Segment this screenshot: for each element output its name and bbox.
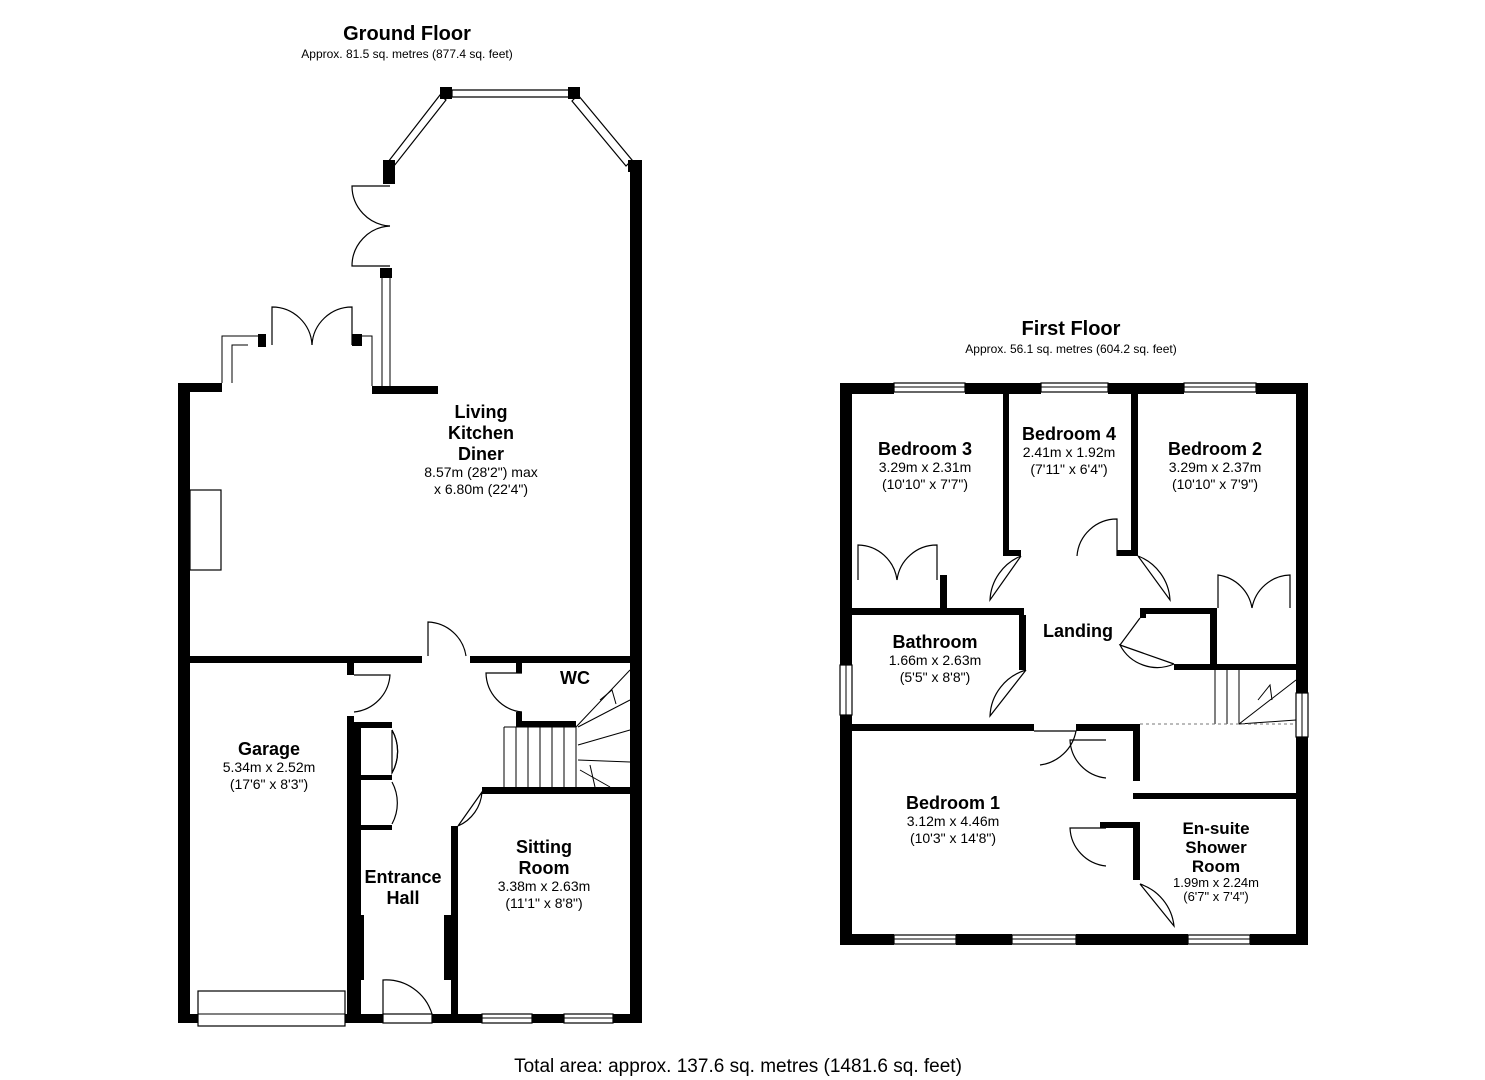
- room-bedroom-3: Bedroom 3 3.29m x 2.31m (10'10" x 7'7"): [878, 439, 972, 492]
- room-dimensions: (10'3" x 14'8"): [910, 830, 996, 846]
- room-en-suite-shower-room: En-suite Shower Room 1.99m x 2.24m (6'7"…: [1173, 819, 1259, 904]
- room-dimensions: 3.29m x 2.37m: [1169, 459, 1262, 475]
- room-dimensions: 8.57m (28'2") max: [424, 464, 537, 480]
- room-dimensions: 2.41m x 1.92m: [1023, 444, 1116, 460]
- room-name: Landing: [1043, 621, 1113, 641]
- room-dimensions: (7'11" x 6'4"): [1030, 461, 1107, 477]
- ground-floor-plan: Ground Floor Approx. 81.5 sq. metres (87…: [178, 23, 642, 1027]
- room-name: Bedroom 1: [906, 793, 1000, 813]
- room-name: Shower: [1185, 838, 1247, 857]
- ground-floor-doors: [271, 185, 523, 1024]
- first-floor-plan: First Floor Approx. 56.1 sq. metres (604…: [839, 318, 1309, 945]
- room-name: Garage: [238, 739, 300, 759]
- room-dimensions: (10'10" x 7'7"): [882, 476, 968, 492]
- room-name: Bedroom 2: [1168, 439, 1262, 459]
- room-name: WC: [560, 668, 590, 688]
- room-garage: Garage 5.34m x 2.52m (17'6" x 8'3"): [223, 739, 316, 792]
- room-dimensions: 1.99m x 2.24m: [1173, 875, 1259, 890]
- room-dimensions: (6'7" x 7'4"): [1183, 889, 1249, 904]
- room-name: Bedroom 3: [878, 439, 972, 459]
- room-name: Sitting: [516, 837, 572, 857]
- first-floor-doors: [857, 518, 1291, 928]
- room-bedroom-1: Bedroom 1 3.12m x 4.46m (10'3" x 14'8"): [906, 793, 1000, 846]
- room-dimensions: 3.29m x 2.31m: [879, 459, 972, 475]
- room-name: En-suite: [1182, 819, 1249, 838]
- total-area: Total area: approx. 137.6 sq. metres (14…: [514, 1056, 962, 1077]
- room-dimensions: (17'6" x 8'3"): [230, 776, 308, 792]
- first-floor-title: First Floor: [1022, 318, 1121, 340]
- ground-floor-title: Ground Floor: [343, 23, 471, 45]
- room-name: Room: [519, 858, 570, 878]
- first-floor-staircase: [1140, 670, 1297, 725]
- room-name: Kitchen: [448, 423, 514, 443]
- room-dimensions: (11'1" x 8'8"): [505, 895, 582, 911]
- ground-floor-walls: [178, 165, 642, 1023]
- room-dimensions: 3.12m x 4.46m: [907, 813, 1000, 829]
- room-dimensions: 1.66m x 2.63m: [889, 652, 982, 668]
- first-floor-windows: [839, 382, 1309, 945]
- room-landing: Landing: [1043, 621, 1113, 641]
- room-dimensions: (5'5" x 8'8"): [900, 669, 971, 685]
- ground-floor-windows: [189, 268, 614, 1027]
- room-bedroom-2: Bedroom 2 3.29m x 2.37m (10'10" x 7'9"): [1168, 439, 1262, 492]
- room-wc: WC: [560, 668, 590, 688]
- room-dimensions: (10'10" x 7'9"): [1172, 476, 1258, 492]
- room-dimensions: x 6.80m (22'4"): [434, 481, 528, 497]
- room-sitting-room: Sitting Room 3.38m x 2.63m (11'1" x 8'8"…: [498, 837, 591, 911]
- room-name: Bedroom 4: [1022, 424, 1116, 444]
- room-name: Living: [455, 402, 508, 422]
- bay-window: [383, 87, 642, 184]
- room-name: Hall: [386, 888, 419, 908]
- room-living-kitchen-diner: Living Kitchen Diner 8.57m (28'2") max x…: [424, 402, 537, 497]
- room-name: Room: [1192, 857, 1240, 876]
- first-floor-area: Approx. 56.1 sq. metres (604.2 sq. feet): [965, 342, 1176, 356]
- room-name: Bathroom: [893, 632, 978, 652]
- room-dimensions: 3.38m x 2.63m: [498, 878, 591, 894]
- ground-floor-staircase: [503, 669, 631, 788]
- room-name: Diner: [458, 444, 504, 464]
- room-dimensions: 5.34m x 2.52m: [223, 759, 316, 775]
- room-bathroom: Bathroom 1.66m x 2.63m (5'5" x 8'8"): [889, 632, 982, 685]
- room-entrance-hall: Entrance Hall: [364, 867, 441, 908]
- first-floor-walls: [840, 383, 1308, 945]
- room-name: Entrance: [364, 867, 441, 887]
- room-bedroom-4: Bedroom 4 2.41m x 1.92m (7'11" x 6'4"): [1022, 424, 1116, 477]
- ground-floor-area: Approx. 81.5 sq. metres (877.4 sq. feet): [301, 47, 512, 61]
